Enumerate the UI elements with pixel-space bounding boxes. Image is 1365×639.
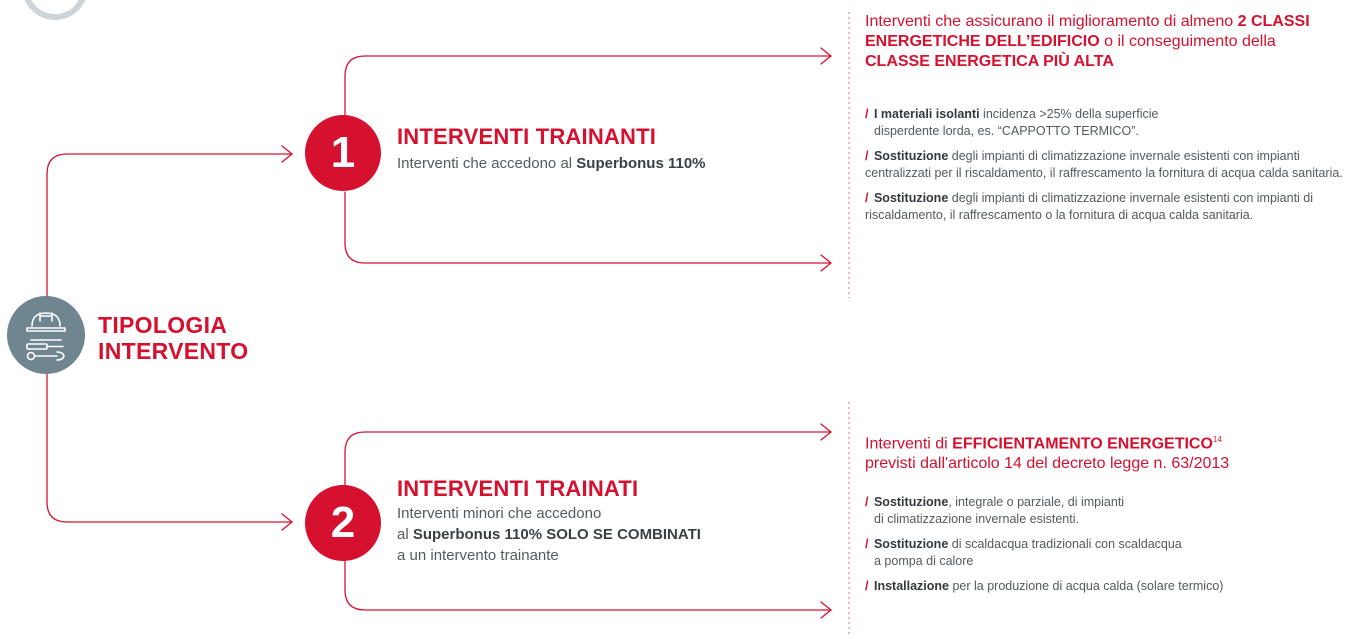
hub-title-line2: INTERVENTO [98, 338, 249, 364]
worker-tools-icon [26, 312, 66, 361]
hub-to-branch1-line [46, 153, 293, 297]
panel1-intro-bold1: 2 CLASSI ENERGETICHE DELL’EDIFICIO [865, 13, 1310, 50]
list-item: / I materiali isolanti incidenza >25% de… [865, 107, 1159, 138]
list-item: / Sostituzione, integrale o parziale, di… [865, 495, 1125, 526]
branch2-upper-line [344, 431, 832, 488]
panel2-intro-line2: previsti dall'articolo 14 del decreto le… [865, 455, 1230, 473]
branch1-upper-arrowhead [820, 47, 832, 65]
panel2-list: / Sostituzione, integrale o parziale, di… [865, 494, 1360, 603]
branch1-description: Interventi che accedono al Superbonus 11… [397, 153, 706, 174]
branch2-desc-line2: al Superbonus 110% SOLO SE COMBINATI [397, 526, 701, 543]
branch1-title: INTERVENTI TRAINANTI [397, 124, 657, 149]
hub-title-line1: TIPOLOGIA [98, 312, 228, 338]
branch2-title: INTERVENTI TRAINATI [397, 476, 639, 501]
panel1-intro: Interventi che assicurano il miglioramen… [865, 13, 1310, 70]
footnote-marker: 14 [1212, 435, 1222, 444]
branch1-number-badge: 1 [305, 115, 381, 191]
branch1-upper-line [344, 55, 832, 118]
branch2-desc-line3: a un intervento trainante [397, 547, 559, 564]
branch1-arrowhead [281, 145, 293, 163]
branch2-desc-bold: Superbonus 110% SOLO SE COMBINATI [412, 526, 701, 543]
branch2-arrowhead [281, 513, 293, 531]
branch1-desc-text: Interventi che accedono al [397, 155, 577, 172]
list-item: / Sostituzione degli impianti di climati… [865, 149, 1343, 180]
branch1-lower-arrowhead [820, 254, 832, 272]
branch2-number-badge: 2 [305, 485, 381, 561]
branch2-upper-arrowhead [820, 423, 832, 441]
hub-to-branch2-line [46, 373, 293, 523]
panel2-intro-bold: EFFICIENTAMENTO ENERGETICO [952, 435, 1213, 453]
hub-circle [7, 296, 85, 374]
panel1-intro-bold2: CLASSE ENERGETICA PIÙ ALTA [865, 53, 1114, 70]
branch2-desc-line1: Interventi minori che accedono [397, 505, 602, 522]
branch2-description: Interventi minori che accedono al Superb… [397, 503, 701, 566]
list-item: / Sostituzione degli impianti di climati… [865, 191, 1314, 222]
branch1-desc-bold: Superbonus 110% [576, 155, 706, 172]
branch1-lower-line [344, 191, 832, 264]
branch2-lower-line [344, 559, 832, 611]
panel2-intro: Interventi di EFFICIENTAMENTO ENERGETICO… [865, 430, 1345, 474]
hub-title: TIPOLOGIA INTERVENTO [98, 312, 248, 364]
branch2-lower-arrowhead [820, 601, 832, 619]
list-item: / Installazione per la produzione di acq… [865, 579, 1224, 593]
panel1-list: / I materiali isolanti incidenza >25% de… [865, 106, 1360, 232]
list-item: / Sostituzione di scaldacqua tradizional… [865, 537, 1182, 568]
